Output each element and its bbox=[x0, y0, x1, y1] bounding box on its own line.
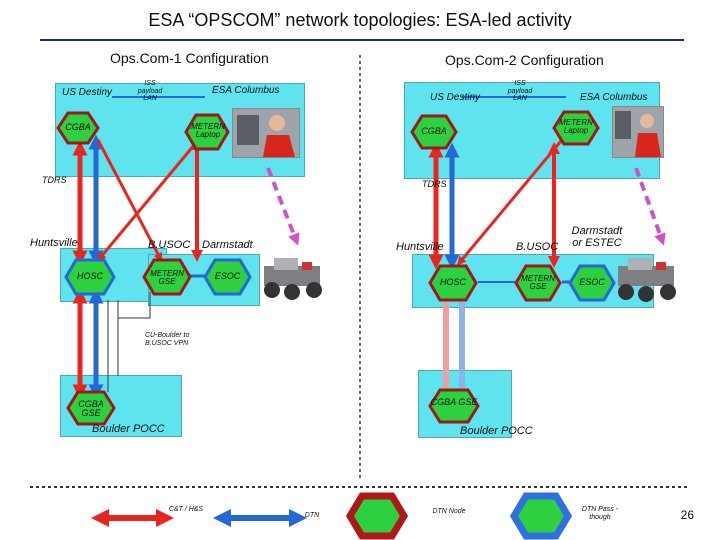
right-hosc-label: HOSC bbox=[439, 277, 466, 287]
slide-title: ESA “OPSCOM” network topologies: ESA-led… bbox=[148, 10, 572, 30]
right-darmstadt-label: Darmstadt or ESTEC bbox=[571, 225, 623, 249]
right-meteron-gse-label: METERN GSE bbox=[521, 274, 555, 292]
left-cgba-gse-label: CGBA GSE bbox=[78, 399, 104, 419]
left-meteron-gse-label: METERN GSE bbox=[150, 269, 184, 287]
legend-dtn-node-hex bbox=[345, 492, 409, 540]
legend-dtn-pass-hex bbox=[509, 492, 573, 540]
left-huntsville-label: Huntsville bbox=[30, 237, 78, 249]
left-tdrs-label: TDRS bbox=[42, 175, 67, 185]
left-iss-lan-label: ISS payload LAN bbox=[137, 80, 163, 103]
right-cgba-label: CGBA bbox=[421, 126, 447, 136]
right-rover-photo bbox=[612, 252, 684, 304]
left-boulder-label: Boulder POCC bbox=[92, 423, 165, 435]
right-cgba-gse-label: CGBA GSE bbox=[430, 397, 478, 407]
page-number: 26 bbox=[680, 508, 694, 522]
legend-dtn-label: DTN bbox=[304, 512, 320, 519]
left-cgba-label: CGBA bbox=[65, 122, 91, 132]
right-us-destiny-label: US Destiny bbox=[430, 92, 481, 103]
left-config-heading: Ops.Com-1 Configuration bbox=[110, 50, 269, 66]
left-us-destiny-label: US Destiny bbox=[62, 87, 113, 98]
legend-dtn-pass-label: DTN Pass -though bbox=[581, 506, 619, 521]
left-busoc-label: B.USOC bbox=[148, 239, 191, 251]
left-hosc-label: HOSC bbox=[76, 271, 103, 281]
right-esoc-label: ESOC bbox=[579, 277, 605, 287]
left-meteron-laptop-label: METERN Laptop bbox=[191, 122, 225, 140]
right-config-heading: Ops.Com-2 Configuration bbox=[445, 52, 604, 68]
right-meteron-laptop-label: METERN Laptop bbox=[559, 118, 593, 136]
legend-cnt-label: C&T / H&S bbox=[168, 506, 204, 513]
legend-dtn-node-label: DTN Node bbox=[432, 508, 466, 515]
left-vpn-label: CU-Boulder to B.USOC VPN bbox=[145, 332, 190, 347]
left-astronaut-photo bbox=[232, 108, 300, 158]
left-darmstadt-label: Darmstadt bbox=[202, 239, 253, 251]
left-rover-photo bbox=[258, 252, 330, 302]
right-esa-columbus-label: ESA Columbus bbox=[580, 92, 648, 103]
right-astronaut-photo bbox=[612, 106, 664, 158]
left-esoc-label: ESOC bbox=[214, 271, 241, 281]
right-huntsville-label: Huntsville bbox=[396, 241, 444, 253]
right-boulder-label: Boulder POCC bbox=[460, 425, 533, 437]
left-esa-columbus-label: ESA Columbus bbox=[212, 85, 280, 96]
right-tdrs-label: TDRS bbox=[422, 179, 447, 189]
right-iss-lan-label: ISS payload LAN bbox=[507, 80, 533, 103]
right-busoc-label: B.USOC bbox=[516, 241, 559, 253]
